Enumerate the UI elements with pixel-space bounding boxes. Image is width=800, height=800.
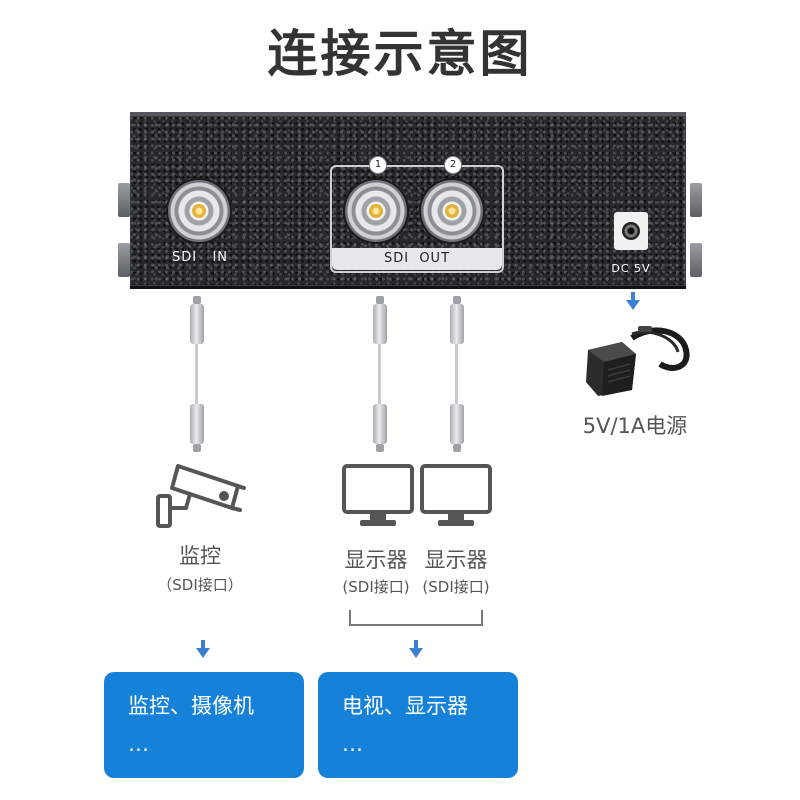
- source-interface: （SDI接口）: [157, 576, 243, 594]
- surveillance-camera-icon: [156, 464, 246, 528]
- category-2-line1: 电视、显示器: [342, 694, 468, 718]
- cable-in-connector-bottom: [190, 404, 204, 444]
- device-side-tab-right-top: [690, 183, 702, 217]
- cable-out2-line: [455, 344, 458, 404]
- sdi-out-label: SDI OUT: [332, 248, 502, 270]
- cable-out2-connector-top: [450, 304, 464, 344]
- cable-in-connector-top: [190, 304, 204, 344]
- sdi-in-connector: [168, 180, 230, 242]
- monitor-icon-2: [420, 464, 492, 526]
- output-number-2: 2: [444, 156, 462, 174]
- category-arrow-1-icon: [196, 648, 210, 658]
- dc-5v-label: DC 5V: [611, 262, 651, 275]
- display-group-bracket: [349, 610, 483, 626]
- category-arrow-2-stem: [414, 640, 418, 648]
- cable-out1-line: [378, 344, 381, 404]
- category-2-line2: …: [342, 732, 363, 756]
- source-name: 监控: [179, 544, 221, 568]
- cable-out2-connector-bottom: [450, 404, 464, 444]
- cable-out1-tip-top: [376, 296, 384, 304]
- cable-in-tip-top: [193, 296, 201, 304]
- sdi-out-frame: [330, 165, 504, 273]
- dc-power-jack: [614, 212, 648, 250]
- sdi-out-connector-2: [421, 180, 483, 242]
- sdi-out-connector-1: [345, 180, 407, 242]
- output-number-1: 1: [369, 156, 387, 174]
- category-arrow-2-icon: [409, 648, 423, 658]
- display-1-interface: (SDI接口): [342, 578, 410, 596]
- category-arrow-1-stem: [201, 640, 205, 648]
- cable-out1-connector-bottom: [373, 404, 387, 444]
- sdi-splitter-device: [130, 112, 686, 289]
- category-1-line2: …: [128, 732, 149, 756]
- monitor-icon-1: [342, 464, 414, 526]
- display-2-name: 显示器: [424, 548, 488, 572]
- page-title: 连接示意图: [267, 25, 533, 83]
- device-side-tab-right-bottom: [690, 243, 702, 277]
- category-box-surveillance: 监控、摄像机 …: [104, 672, 304, 778]
- power-arrow-stem: [631, 292, 635, 300]
- cable-out2-tip-top: [453, 296, 461, 304]
- cable-out1-connector-top: [373, 304, 387, 344]
- cable-out1-tip-bottom: [376, 444, 384, 452]
- device-side-tab-left-top: [118, 183, 130, 217]
- category-box-display: 电视、显示器 …: [318, 672, 518, 778]
- cable-in-line: [195, 344, 198, 404]
- category-1-line1: 监控、摄像机: [128, 694, 254, 718]
- power-arrow-icon: [626, 300, 640, 310]
- power-adapter-label: 5V/1A电源: [582, 414, 688, 438]
- cable-out2-tip-bottom: [453, 444, 461, 452]
- sdi-in-label: SDI IN: [171, 250, 229, 265]
- display-2-interface: (SDI接口): [422, 578, 490, 596]
- device-side-tab-left-bottom: [118, 243, 130, 277]
- power-adapter-icon: [586, 326, 690, 396]
- display-1-name: 显示器: [344, 548, 408, 572]
- cable-in-tip-bottom: [193, 444, 201, 452]
